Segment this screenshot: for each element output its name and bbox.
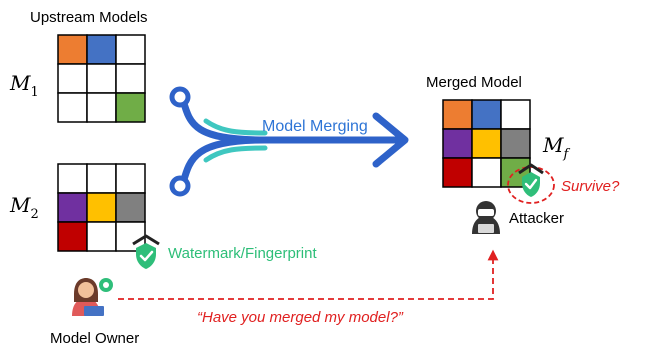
- model-owner-label: Model Owner: [50, 330, 139, 347]
- survive-shield-icon: [518, 163, 544, 197]
- m1-label-base: M: [9, 71, 31, 95]
- survive-label: Survive?: [561, 178, 620, 195]
- mf-label-sub: f: [562, 147, 570, 162]
- mf-grid-cell-0-1: [471, 99, 502, 130]
- mf-grid-cell-2-2: [500, 157, 531, 188]
- merge-accent-bottom: [203, 145, 268, 163]
- m1-grid-cell-0-2: [115, 34, 146, 65]
- watermark-shield-icon: [132, 234, 160, 269]
- m1-grid-cell-1-0: [57, 63, 88, 94]
- m2-grid-cell-1-1: [86, 192, 117, 223]
- attacker-label: Attacker: [509, 210, 564, 227]
- m2-label: M2: [9, 193, 39, 222]
- m1-grid-cell-1-2: [115, 63, 146, 94]
- m2-weight-grid: [57, 163, 146, 252]
- attacker-icon: [472, 201, 500, 234]
- m2-grid-cell-0-1: [86, 163, 117, 194]
- merge-path-bottom: [179, 136, 269, 187]
- m2-label-sub: 2: [30, 207, 38, 222]
- mf-grid-cell-0-2: [500, 99, 531, 130]
- survive-highlight-circle: [507, 166, 555, 204]
- mf-grid-cell-0-0: [442, 99, 473, 130]
- merge-input-node-2: [169, 175, 191, 197]
- m1-grid-cell-0-0: [57, 34, 88, 65]
- mf-grid-cell-1-0: [442, 128, 473, 159]
- m1-grid-cell-2-2: [115, 92, 146, 123]
- m1-weight-grid: [57, 34, 146, 123]
- m1-label-sub: 1: [30, 85, 38, 100]
- m1-grid-cell-1-1: [86, 63, 117, 94]
- upstream-title: Upstream Models: [30, 9, 148, 26]
- merge-label: Model Merging: [262, 118, 368, 135]
- query-dashed-arrow: [118, 249, 499, 300]
- m2-grid-cell-1-0: [57, 192, 88, 223]
- merge-input-node-1: [169, 86, 191, 108]
- m1-label: M1: [9, 71, 39, 100]
- m2-label-base: M: [9, 193, 31, 217]
- m2-grid-cell-2-0: [57, 221, 88, 252]
- m2-grid-cell-2-2: [115, 221, 146, 252]
- merge-arrow: [169, 86, 409, 197]
- mf-grid-cell-1-1: [471, 128, 502, 159]
- m1-grid-cell-2-1: [86, 92, 117, 123]
- merged-title: Merged Model: [426, 74, 522, 91]
- m1-grid-cell-2-0: [57, 92, 88, 123]
- mf-weight-grid: [442, 99, 531, 188]
- merge-accent-top: [203, 118, 268, 136]
- m2-grid-cell-1-2: [115, 192, 146, 223]
- merge-arrowhead: [372, 112, 409, 168]
- m2-grid-cell-2-1: [86, 221, 117, 252]
- m2-grid-cell-0-2: [115, 163, 146, 194]
- mf-grid-cell-2-1: [471, 157, 502, 188]
- mf-grid-cell-1-2: [500, 128, 531, 159]
- query-text: “Have you merged my model?”: [197, 309, 404, 326]
- mf-grid-cell-2-0: [442, 157, 473, 188]
- mf-label: Mf: [542, 133, 570, 162]
- model-owner-icon: [72, 278, 113, 316]
- mf-label-base: M: [542, 133, 564, 157]
- m2-grid-cell-0-0: [57, 163, 88, 194]
- m1-grid-cell-0-1: [86, 34, 117, 65]
- watermark-label: Watermark/Fingerprint: [168, 245, 317, 262]
